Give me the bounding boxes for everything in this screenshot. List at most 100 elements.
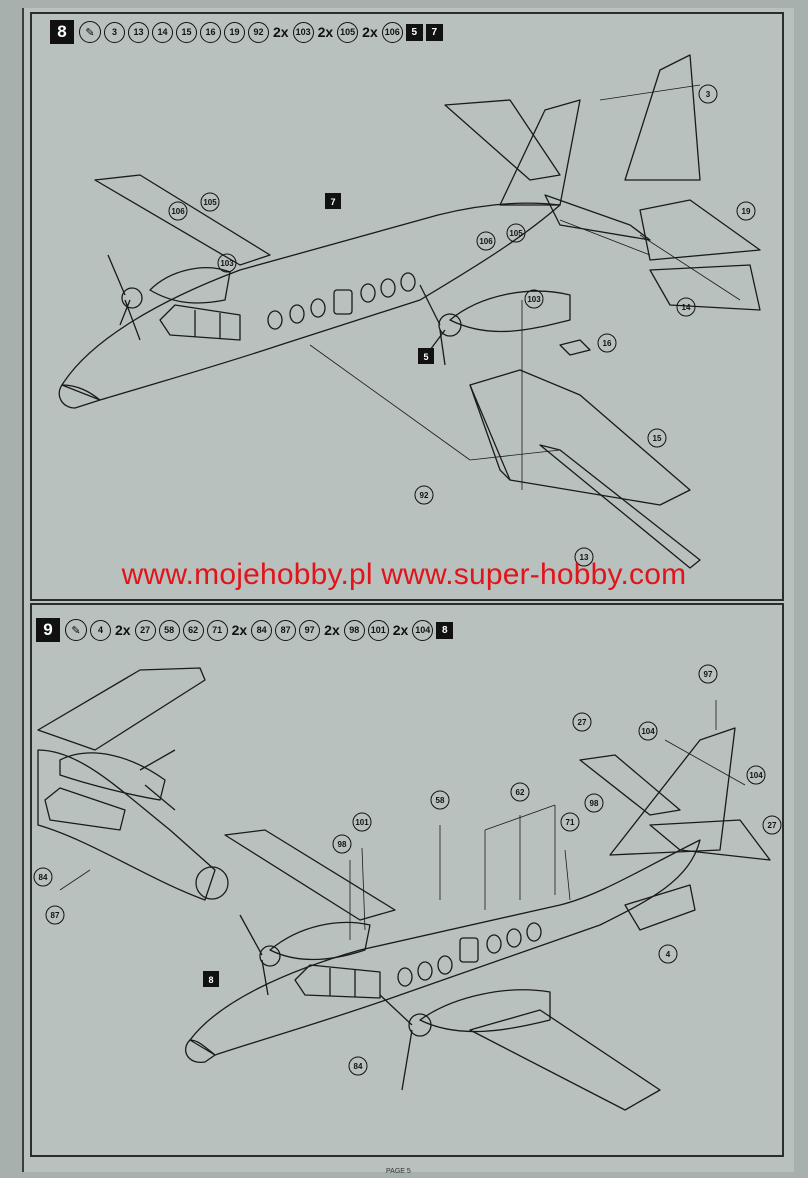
part-number: 84	[251, 619, 273, 641]
decal-box-8: 8	[203, 971, 219, 987]
part-number: 15	[176, 21, 197, 43]
step-8-header: 8 ✎ 3 13 14 15 16 19 92 2x 103 2x 105 2x…	[50, 20, 443, 44]
part-number: 87	[275, 619, 297, 641]
nose-cone	[185, 1039, 216, 1063]
callout-13: 13	[574, 547, 594, 567]
detail-wing	[37, 667, 206, 751]
step-number: 9	[36, 618, 60, 642]
decal-label: 5	[423, 352, 428, 362]
step-8-diagram: 3 19 14 16 15 13 92 106 105 103 106 105 …	[58, 54, 761, 569]
detail-fuselage	[37, 749, 216, 901]
callout-label: 98	[338, 840, 347, 849]
part-number: 16	[200, 21, 221, 43]
right-wing	[469, 1009, 661, 1111]
callout-label: 16	[603, 339, 612, 348]
callout-16: 16	[597, 333, 617, 353]
decal-label: 8	[208, 975, 213, 985]
part-number: 103	[292, 21, 314, 43]
callout-label: 101	[355, 818, 369, 827]
callout-14: 14	[676, 297, 696, 317]
step-9-panel	[30, 603, 784, 1157]
right-nacelle	[419, 989, 551, 1033]
callout-label: 97	[704, 670, 713, 679]
ventral-fin-part	[639, 199, 761, 261]
callout-label: 3	[706, 90, 711, 99]
fuselage	[189, 839, 701, 1056]
part-number: 101	[367, 619, 389, 641]
callout-104: 104	[638, 721, 658, 741]
callout-87: 87	[45, 905, 65, 925]
callout-97: 97	[698, 664, 718, 684]
part-number: 58	[158, 619, 180, 641]
cockpit-windows	[159, 304, 241, 341]
glue-tube-icon: ✎	[65, 619, 87, 641]
callout-105: 105	[506, 223, 526, 243]
callout-98: 98	[332, 834, 352, 854]
detail-cockpit-windows	[44, 787, 126, 831]
decal-label: 7	[330, 197, 335, 207]
decal-box-7: 7	[325, 193, 341, 209]
callout-label: 105	[203, 198, 217, 207]
right-propeller	[379, 994, 413, 1091]
callout-label: 84	[354, 1062, 363, 1071]
quantity-label: 2x	[273, 24, 289, 40]
callout-label: 15	[653, 434, 662, 443]
page-footer: PAGE 5	[386, 1168, 411, 1175]
part-number: 4	[90, 619, 111, 641]
fuselage	[61, 202, 561, 401]
step-8-panel	[30, 12, 784, 601]
callout-4: 4	[658, 944, 678, 964]
callout-92: 92	[414, 485, 434, 505]
part-number: 97	[299, 619, 321, 641]
decal-box: 8	[436, 621, 454, 639]
step-9-header: 9 ✎ 4 2x 27 58 62 71 2x 84 87 97 2x 98 1…	[36, 618, 454, 642]
cockpit-windows	[294, 964, 381, 999]
callout-label: 27	[578, 718, 587, 727]
part-number: 62	[182, 619, 204, 641]
callout-58: 58	[430, 790, 450, 810]
part-number: 71	[206, 619, 228, 641]
callout-84: 84	[348, 1056, 368, 1076]
left-propeller	[239, 914, 269, 996]
glue-tube-icon: ✎	[79, 21, 101, 43]
callout-3: 3	[698, 84, 718, 104]
part-number: 98	[343, 619, 365, 641]
callout-label: 62	[516, 788, 525, 797]
tail-fin-part	[624, 54, 701, 181]
callout-label: 103	[527, 295, 541, 304]
part-number: 13	[128, 21, 149, 43]
step-9-diagram: 97 27 104 104 27 4 58 62 98 71 101 98 84…	[33, 664, 782, 1111]
callout-label: 98	[590, 799, 599, 808]
small-part	[559, 339, 591, 356]
quantity-label: 2x	[392, 622, 409, 638]
callout-label: 14	[682, 303, 691, 312]
flap-part	[539, 444, 701, 569]
part-number: 3	[104, 21, 125, 43]
callout-label: 103	[220, 259, 234, 268]
callout-label: 4	[666, 950, 671, 959]
quantity-label: 2x	[362, 24, 378, 40]
callout-label: 71	[566, 818, 575, 827]
callout-label: 84	[39, 873, 48, 882]
callout-label: 106	[479, 237, 493, 246]
callout-label: 13	[580, 553, 589, 562]
callout-label: 27	[768, 821, 777, 830]
quantity-label: 2x	[231, 622, 248, 638]
watermark-text: www.mojehobby.pl www.super-hobby.com	[121, 558, 687, 591]
callout-label: 104	[749, 771, 763, 780]
callout-62: 62	[510, 782, 530, 802]
callout-label: 104	[641, 727, 655, 736]
quantity-label: 2x	[115, 622, 131, 638]
callout-15: 15	[647, 428, 667, 448]
vertical-tail	[609, 727, 736, 856]
part-number: 27	[134, 619, 156, 641]
left-wing	[94, 174, 271, 266]
part-number: 92	[248, 21, 269, 43]
callout-label: 106	[171, 207, 185, 216]
callout-27: 27	[762, 815, 782, 835]
part-number: 106	[381, 21, 403, 43]
detail-nacelle	[59, 752, 166, 801]
right-nacelle	[449, 290, 571, 333]
callout-101: 101	[352, 812, 372, 832]
callout-27: 27	[572, 712, 592, 732]
